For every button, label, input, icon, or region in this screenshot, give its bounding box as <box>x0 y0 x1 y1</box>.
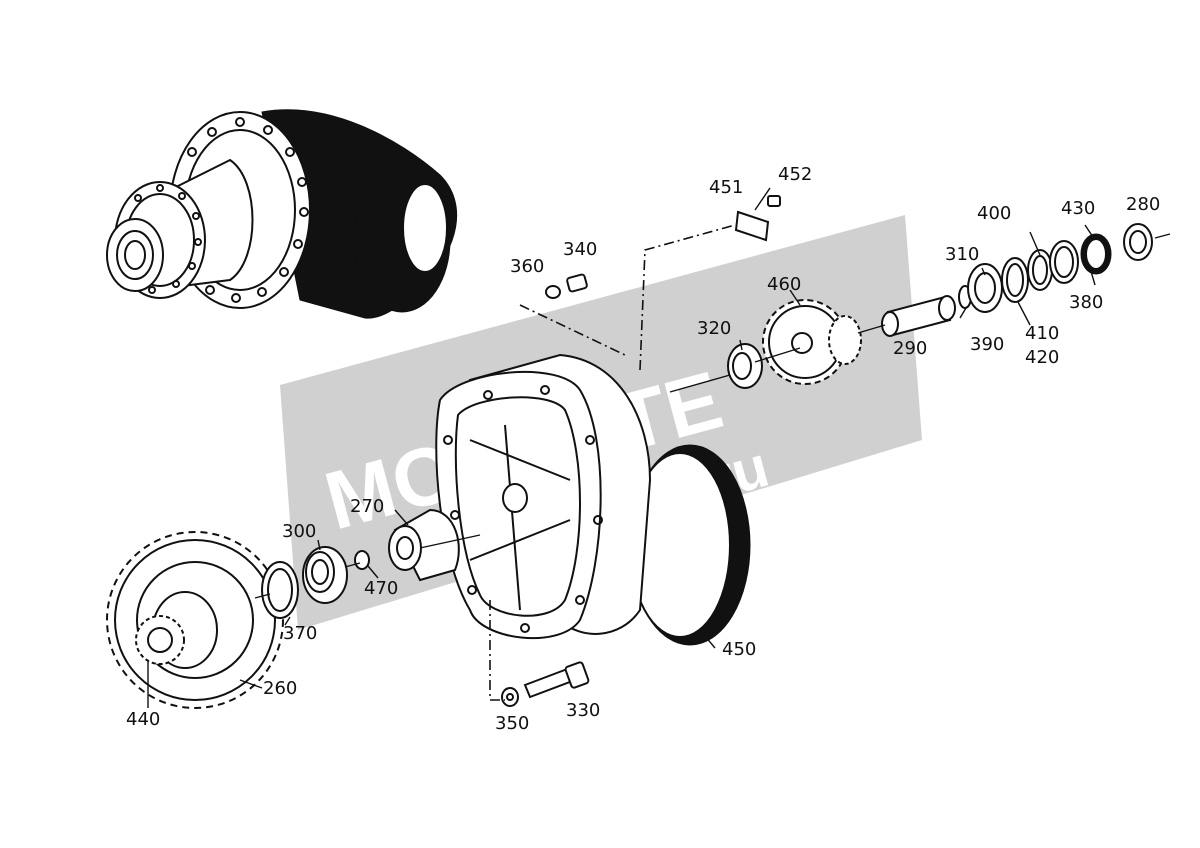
label-260: 260 <box>263 678 297 699</box>
label-400: 400 <box>977 203 1011 224</box>
label-430: 430 <box>1061 198 1095 219</box>
label-452: 452 <box>778 164 812 185</box>
part-labels: 260 270 280 290 300 310 320 330 340 350 … <box>126 164 1160 734</box>
leader-lines <box>147 187 1096 708</box>
label-390: 390 <box>970 334 1004 355</box>
plate-451-drawing <box>734 195 781 242</box>
label-290: 290 <box>893 338 927 359</box>
label-320: 320 <box>697 318 731 339</box>
label-410: 410 <box>1025 323 1059 344</box>
label-370: 370 <box>283 623 317 644</box>
assembled-hub-drawing <box>106 109 458 319</box>
ring-410-drawing <box>1001 257 1029 303</box>
gear-260-drawing <box>106 531 284 709</box>
label-350: 350 <box>495 713 529 734</box>
plug-340-drawing <box>545 273 588 299</box>
ring-430-drawing <box>1049 240 1079 284</box>
housing-450-drawing <box>435 353 751 646</box>
bearing-320-drawing <box>727 343 763 389</box>
label-470: 470 <box>364 578 398 599</box>
label-310: 310 <box>945 244 979 265</box>
flange-holes <box>187 117 309 303</box>
label-270: 270 <box>350 496 384 517</box>
label-340: 340 <box>563 239 597 260</box>
small-flange-holes <box>134 184 202 294</box>
shaft-290-drawing <box>881 295 956 337</box>
ring-380-drawing <box>1080 233 1112 275</box>
bearing-300-drawing <box>302 546 348 604</box>
label-450: 450 <box>722 639 756 660</box>
label-420: 420 <box>1025 347 1059 368</box>
gear-460-drawing <box>762 299 862 385</box>
bolt-330-drawing <box>501 661 590 707</box>
label-330: 330 <box>566 700 600 721</box>
label-460: 460 <box>767 274 801 295</box>
label-380: 380 <box>1069 292 1103 313</box>
label-280: 280 <box>1126 194 1160 215</box>
bearing-310-drawing <box>967 263 1003 313</box>
label-440: 440 <box>126 709 160 730</box>
carrier-270-drawing <box>388 508 460 582</box>
ring-370-drawing <box>261 561 299 619</box>
cap-280-drawing <box>1123 223 1153 261</box>
label-360: 360 <box>510 256 544 277</box>
label-300: 300 <box>282 521 316 542</box>
label-451: 451 <box>709 177 743 198</box>
ring-400-drawing <box>1027 249 1053 291</box>
bushing-470-drawing <box>354 550 370 570</box>
reference-lines <box>254 224 1171 701</box>
